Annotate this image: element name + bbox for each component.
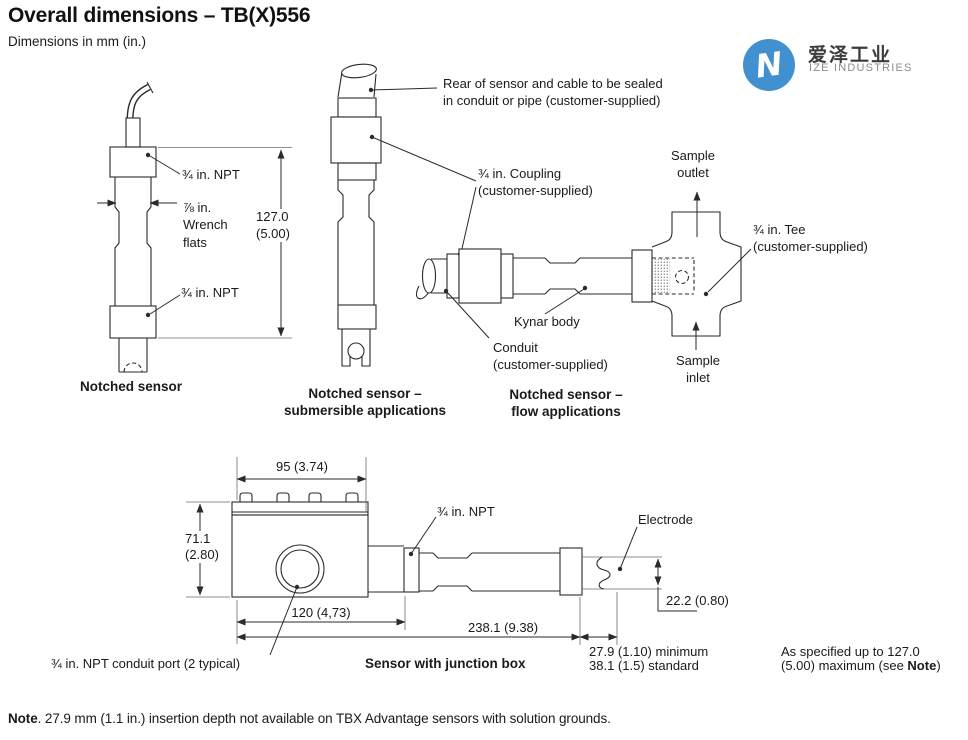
- dim-381-standard: 38.1 (1.5) standard: [589, 658, 699, 673]
- svg-text:N: N: [753, 44, 785, 85]
- as-specified-post: ): [936, 658, 941, 673]
- label-electrode: Electrode: [638, 512, 693, 527]
- dim-95: 95 (3.74): [275, 459, 329, 474]
- label-npt-top: ¾ in. NPT: [182, 167, 240, 182]
- caption-submersible: Notched sensor – submersible application…: [283, 386, 447, 418]
- label-conduit: Conduit (customer-supplied): [493, 340, 608, 372]
- notched-sensor-drawing: [97, 81, 292, 373]
- as-specified-pre: (5.00) maximum (see: [781, 658, 908, 673]
- as-specified-note-ref: Note: [907, 658, 937, 673]
- label-coupling: ¾ in. Coupling (customer-supplied): [478, 166, 593, 198]
- footnote: Note. 27.9 mm (1.1 in.) insertion depth …: [8, 711, 611, 726]
- junction-box-drawing: [186, 457, 697, 656]
- flow-assembly-drawing: [415, 191, 752, 350]
- caption-notched-sensor: Notched sensor: [80, 379, 183, 394]
- submersible-sensor-drawing: [330, 63, 477, 367]
- as-specified-line1: As specified up to 127.0: [781, 644, 920, 659]
- dim-711: 71.1 (2.80): [183, 531, 221, 563]
- label-rear-seal: Rear of sensor and cable to be sealed in…: [443, 76, 663, 108]
- dim-279-minimum: 27.9 (1.10) minimum: [589, 644, 709, 659]
- dim-127: 127.0 (5.00): [254, 209, 292, 242]
- logo-chinese-text: 爱泽工业: [808, 45, 893, 66]
- caption-junction-box: Sensor with junction box: [365, 656, 526, 671]
- dim-2381: 238.1 (9.38): [468, 620, 539, 635]
- label-npt-bottom: ¾ in. NPT: [181, 285, 239, 300]
- label-conduit-port: ¾ in. NPT conduit port (2 typical): [51, 656, 241, 671]
- label-sample-inlet: Sample inlet: [675, 353, 721, 385]
- footnote-label: Note: [8, 711, 38, 726]
- units-subtitle: Dimensions in mm (in.): [8, 34, 147, 49]
- label-tee: ¾ in. Tee (customer-supplied): [753, 222, 868, 254]
- as-specified-line2: (5.00) maximum (see Note): [781, 658, 941, 675]
- ize-logo-icon: N: [743, 39, 795, 91]
- page-title: Overall dimensions – TB(X)556: [8, 4, 311, 27]
- label-kynar-body: Kynar body: [514, 314, 580, 329]
- label-sample-outlet: Sample outlet: [670, 148, 716, 180]
- caption-flow: Notched sensor – flow applications: [509, 387, 623, 419]
- footnote-text: . 27.9 mm (1.1 in.) insertion depth not …: [37, 711, 611, 726]
- label-npt-jbox: ¾ in. NPT: [437, 504, 495, 519]
- label-wrench-flats: ⅞ in. Wrench flats: [183, 200, 228, 250]
- dim-120: 120 (4,73): [291, 605, 351, 620]
- dim-222: 22.2 (0.80): [664, 593, 731, 610]
- logo-english-text: IZE INDUSTRIES: [809, 62, 913, 74]
